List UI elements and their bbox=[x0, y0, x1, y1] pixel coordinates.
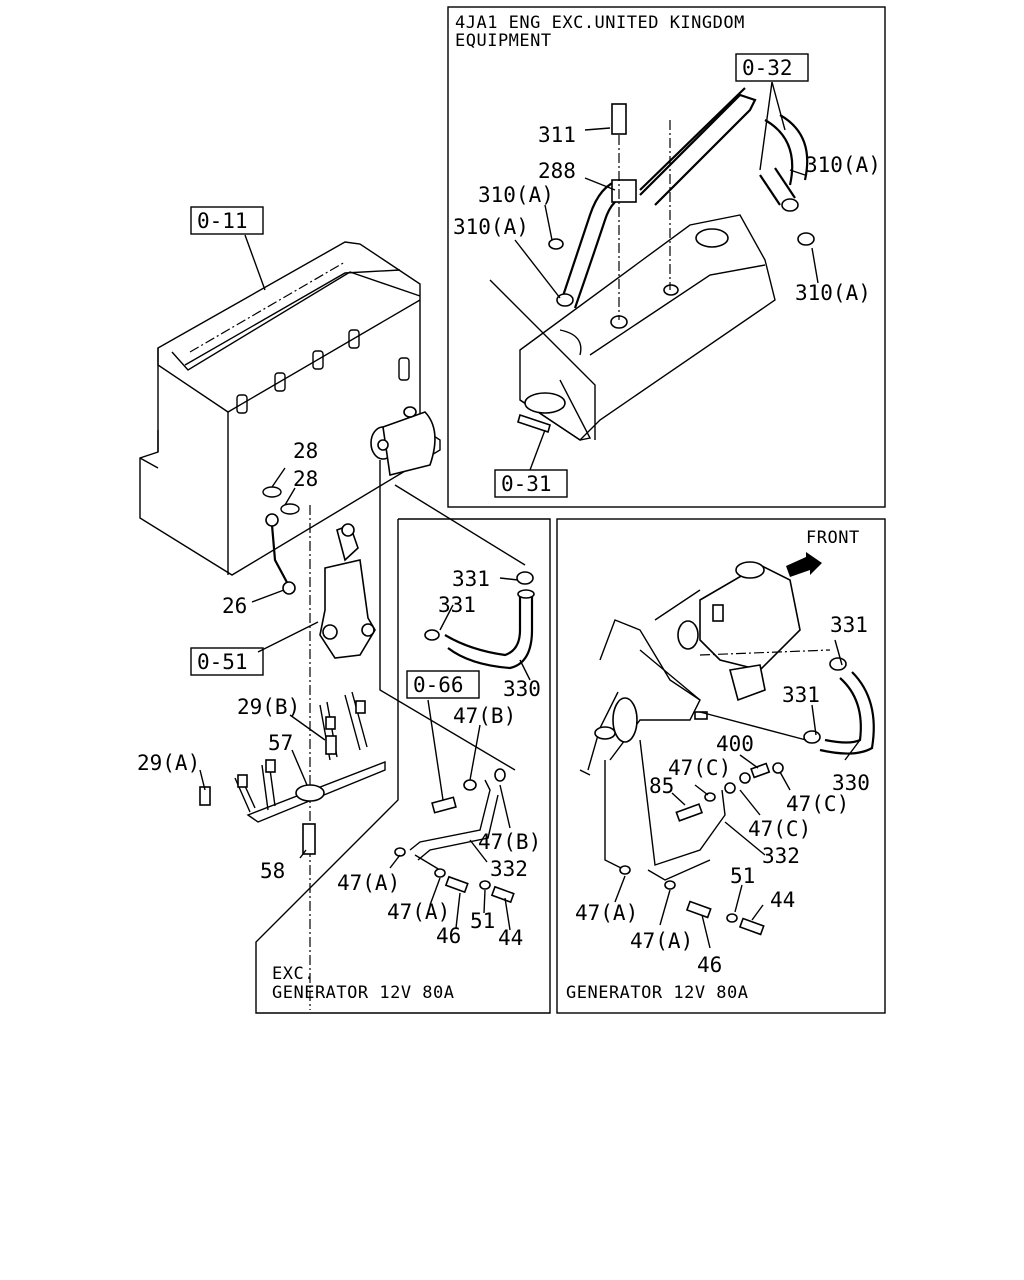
callout-311[interactable]: 311 bbox=[538, 123, 576, 147]
callout-mid-330[interactable]: 330 bbox=[503, 677, 541, 701]
front-label: FRONT bbox=[806, 528, 860, 548]
panel-bottom-middle-caption-2: GENERATOR 12V 80A bbox=[272, 983, 455, 1003]
bolts-right bbox=[619, 762, 784, 936]
callout-310a-1[interactable]: 310(A) bbox=[478, 183, 554, 207]
callout-mid-331-1[interactable]: 331 bbox=[452, 567, 490, 591]
rocker-cover bbox=[489, 214, 776, 441]
ref-box-0-66[interactable]: 0-66 bbox=[406, 670, 480, 699]
callout-right-47c-2[interactable]: 47(C) bbox=[786, 792, 849, 816]
callout-right-47a-1[interactable]: 47(A) bbox=[575, 901, 638, 925]
callout-288[interactable]: 288 bbox=[538, 159, 576, 183]
water-hose-330-right bbox=[694, 657, 875, 755]
ref-box-0-11[interactable]: 0-11 bbox=[190, 206, 264, 235]
callout-58[interactable]: 58 bbox=[260, 859, 285, 883]
ref-box-0-51[interactable]: 0-51 bbox=[190, 647, 264, 676]
panel-top-right-frame bbox=[447, 6, 886, 508]
svg-text:0-32: 0-32 bbox=[742, 56, 793, 80]
panel-bottom-right-caption: GENERATOR 12V 80A bbox=[566, 983, 749, 1003]
svg-text:0-66: 0-66 bbox=[413, 673, 464, 697]
callout-mid-47a-2[interactable]: 47(A) bbox=[387, 900, 450, 924]
panel-top-right-caption-2: EQUIPMENT bbox=[455, 31, 552, 51]
svg-text:0-11: 0-11 bbox=[197, 209, 248, 233]
callout-310a-3[interactable]: 310(A) bbox=[805, 153, 881, 177]
generator-small bbox=[370, 406, 436, 476]
callout-28-lower[interactable]: 28 bbox=[293, 467, 318, 491]
svg-text:0-51: 0-51 bbox=[197, 650, 248, 674]
callout-310a-2[interactable]: 310(A) bbox=[453, 215, 529, 239]
callout-mid-46[interactable]: 46 bbox=[436, 924, 461, 948]
panel-top-right-caption-1: 4JA1 ENG EXC.UNITED KINGDOM bbox=[455, 13, 745, 33]
ref-box-0-32[interactable]: 0-32 bbox=[735, 53, 809, 82]
callout-right-44[interactable]: 44 bbox=[770, 888, 795, 912]
front-arrow-icon bbox=[786, 552, 822, 577]
water-hose-330-mid bbox=[424, 571, 535, 670]
callout-right-47a-2[interactable]: 47(A) bbox=[630, 929, 693, 953]
generator-large bbox=[639, 561, 801, 702]
svg-text:0-31: 0-31 bbox=[501, 472, 552, 496]
breather-hoses bbox=[548, 87, 815, 329]
callout-mid-331-2[interactable]: 331 bbox=[438, 593, 476, 617]
callout-mid-51[interactable]: 51 bbox=[470, 909, 495, 933]
bracket-332-mid bbox=[394, 768, 515, 904]
panel-bottom-right-frame bbox=[556, 518, 886, 1014]
ref-box-0-31[interactable]: 0-31 bbox=[494, 469, 568, 498]
callout-28-upper[interactable]: 28 bbox=[293, 439, 318, 463]
callout-mid-47b-2[interactable]: 47(B) bbox=[478, 830, 541, 854]
callout-mid-47b-1[interactable]: 47(B) bbox=[453, 704, 516, 728]
engine-block bbox=[139, 241, 441, 576]
panel-bottom-middle-caption-1: EXC. bbox=[272, 964, 315, 984]
callout-mid-44[interactable]: 44 bbox=[498, 926, 523, 950]
callout-right-330[interactable]: 330 bbox=[832, 771, 870, 795]
callout-29b[interactable]: 29(B) bbox=[237, 695, 300, 719]
oil-jet-pipes bbox=[199, 691, 386, 855]
callout-26[interactable]: 26 bbox=[222, 594, 247, 618]
callout-right-332[interactable]: 332 bbox=[762, 844, 800, 868]
o-ring-28-upper bbox=[262, 486, 282, 498]
callout-right-400[interactable]: 400 bbox=[716, 732, 754, 756]
callout-57[interactable]: 57 bbox=[268, 731, 293, 755]
callout-right-85[interactable]: 85 bbox=[649, 774, 674, 798]
callout-right-47c-3[interactable]: 47(C) bbox=[748, 817, 811, 841]
callout-mid-332[interactable]: 332 bbox=[490, 857, 528, 881]
oil-pump-assembly bbox=[319, 523, 376, 659]
callout-right-47c-1[interactable]: 47(C) bbox=[668, 756, 731, 780]
callout-29a[interactable]: 29(A) bbox=[137, 751, 200, 775]
o-ring-28-lower bbox=[280, 503, 300, 515]
callout-310a-4[interactable]: 310(A) bbox=[795, 281, 871, 305]
bracket-assembly-right bbox=[579, 619, 726, 881]
callout-right-51[interactable]: 51 bbox=[730, 864, 755, 888]
callout-right-331-2[interactable]: 331 bbox=[782, 683, 820, 707]
callout-right-331-1[interactable]: 331 bbox=[830, 613, 868, 637]
callout-mid-47a-1[interactable]: 47(A) bbox=[337, 871, 400, 895]
callout-right-46[interactable]: 46 bbox=[697, 953, 722, 977]
panel-bottom-middle-frame bbox=[255, 518, 551, 1014]
oil-pipe-26 bbox=[265, 513, 296, 595]
